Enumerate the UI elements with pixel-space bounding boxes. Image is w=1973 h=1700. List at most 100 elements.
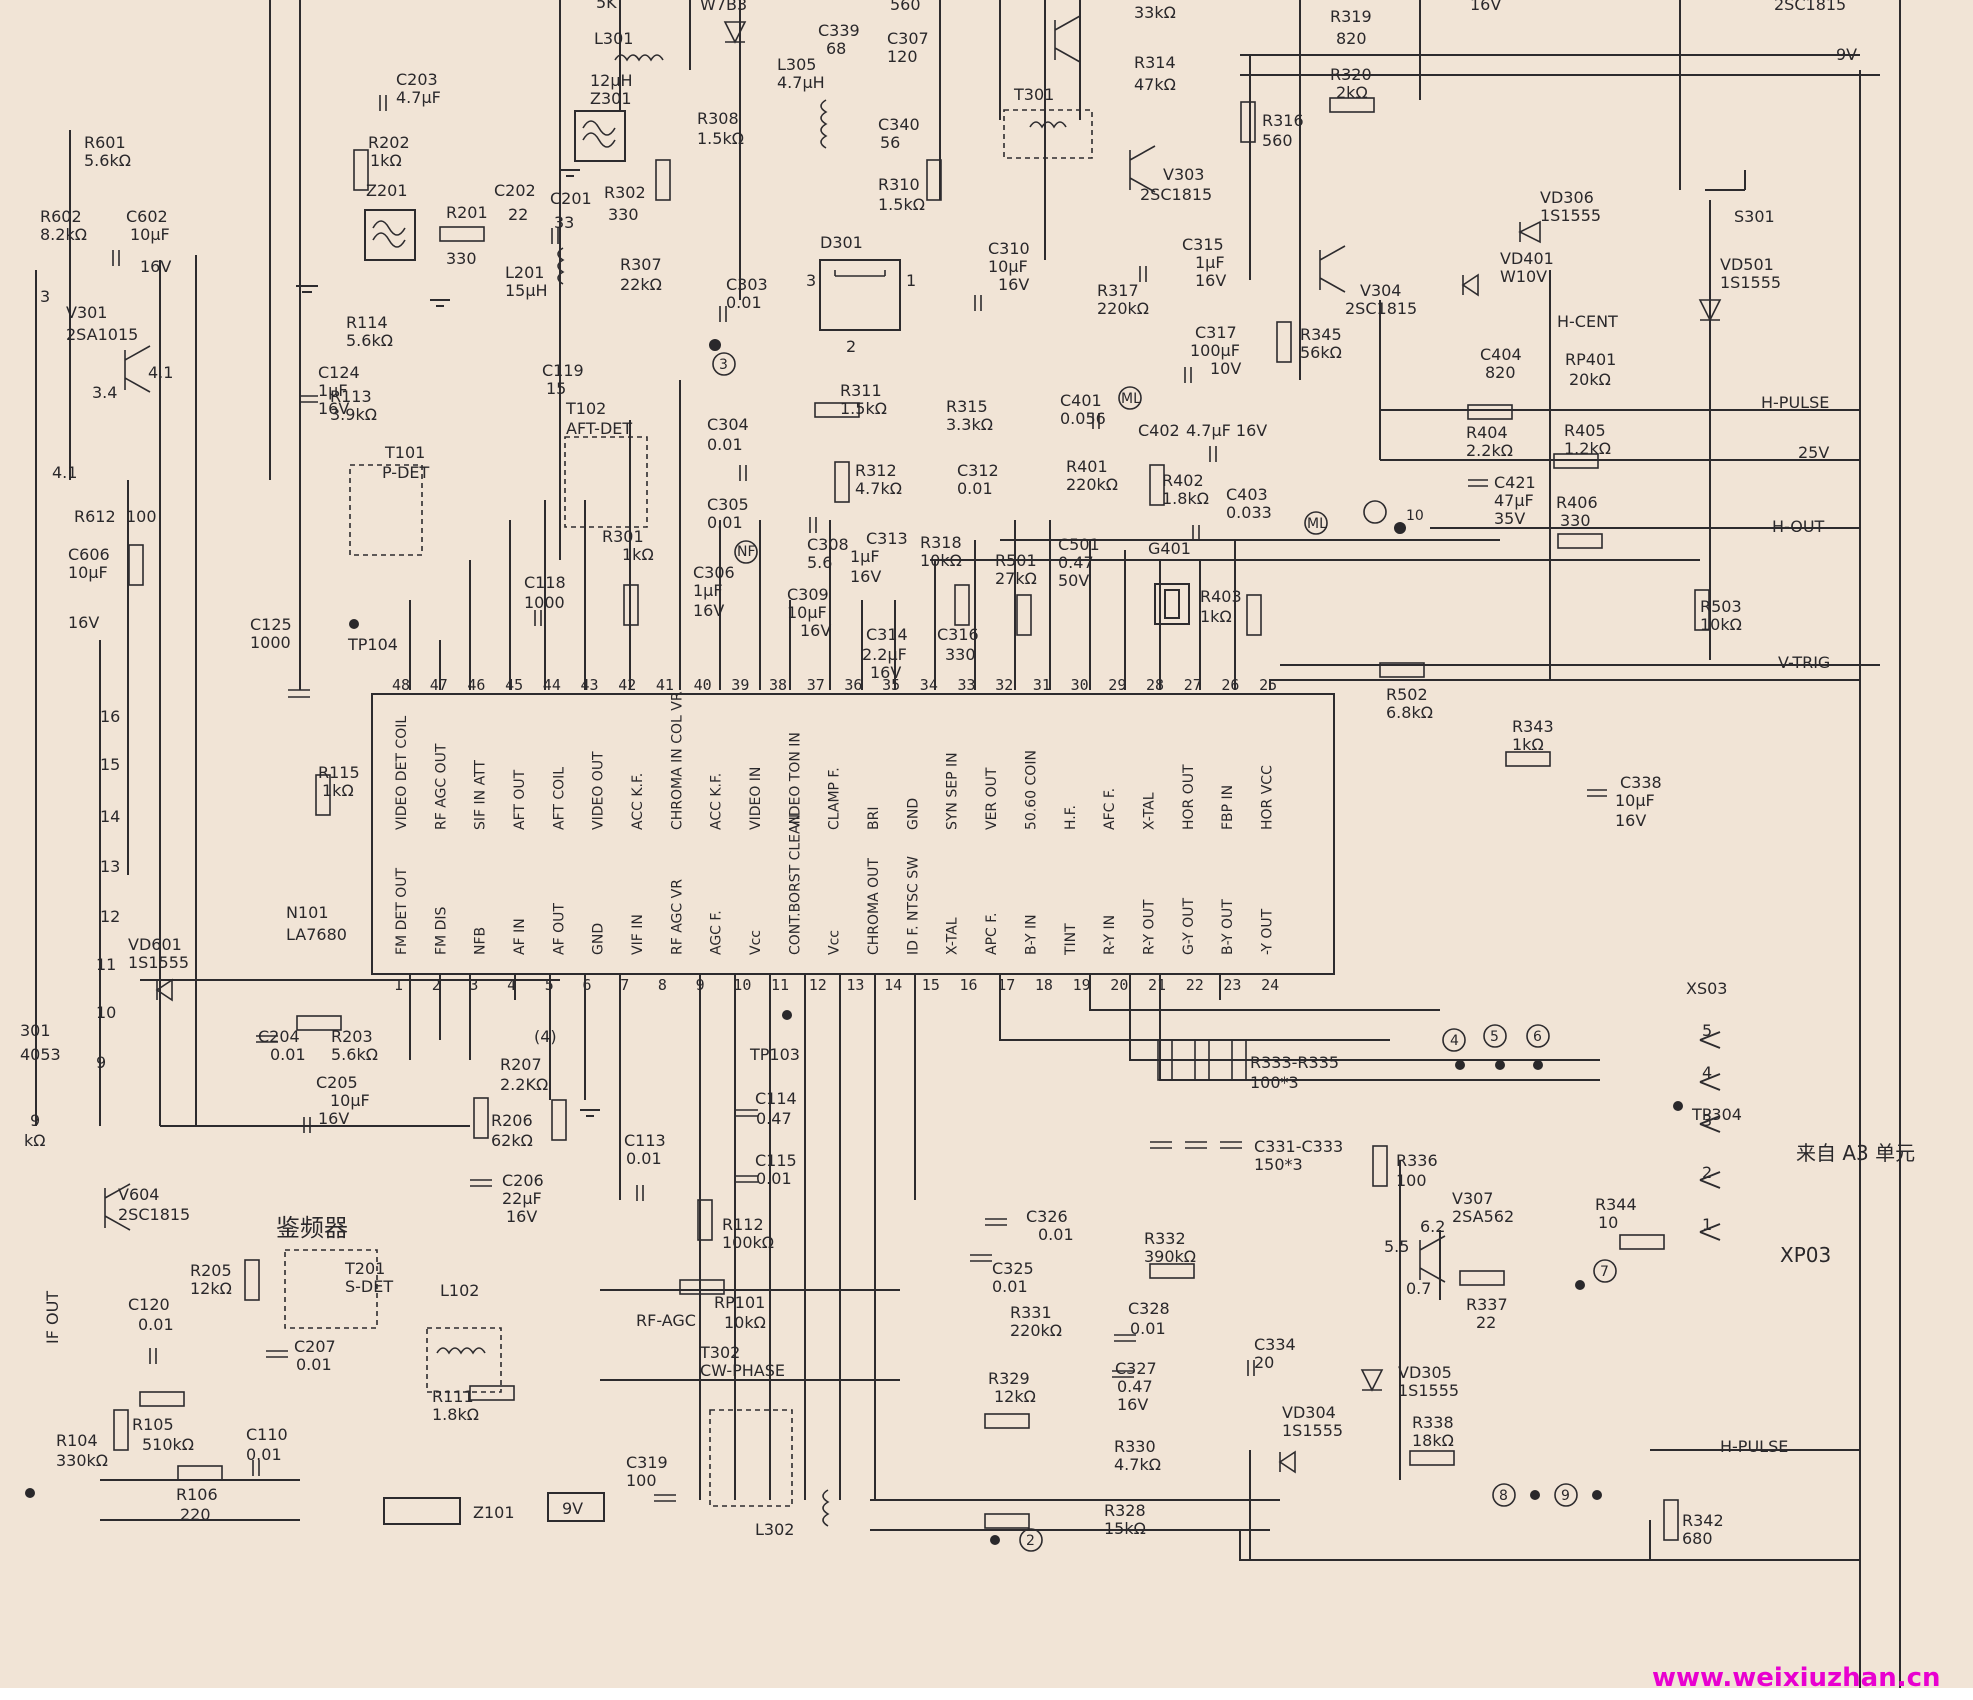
label-hpulse-bottom: H-PULSE	[1720, 1437, 1788, 1456]
ic-bottom-pin-label: NFB	[473, 927, 489, 955]
label-r402: R402	[1162, 471, 1204, 490]
label-r317: R317	[1097, 281, 1139, 300]
ic-top-pin-28: 28	[1146, 676, 1164, 694]
label-c114-val: 0.47	[756, 1109, 792, 1128]
ic-top-pin-39: 39	[731, 676, 749, 694]
label-c326: C326	[1026, 1207, 1068, 1226]
label-c306: C306	[693, 563, 735, 582]
ic-top-pin-38: 38	[769, 676, 787, 694]
label-c206-v: 16V	[506, 1207, 537, 1226]
ic-bottom-pin-label: B-Y IN	[1023, 914, 1039, 955]
label-r612: R612	[74, 507, 116, 526]
label-r104-val: 330kΩ	[56, 1451, 108, 1470]
label-l102: L102	[440, 1281, 479, 1300]
ic-top-pin-32: 32	[995, 676, 1013, 694]
label-r406-val: 330	[1560, 511, 1591, 530]
label-c404-val: 820	[1485, 363, 1516, 382]
label-r302: R302	[604, 183, 646, 202]
label-c118-val: 1000	[524, 593, 565, 612]
label-c328: C328	[1128, 1299, 1170, 1318]
label-r503: R503	[1700, 597, 1742, 616]
label-r502-val: 6.8kΩ	[1386, 703, 1433, 722]
ic-bottom-pin-21: 21	[1148, 976, 1166, 994]
label-c313-val: 1μF	[850, 547, 880, 566]
label-r314: R314	[1134, 53, 1176, 72]
label-vd304: VD304	[1282, 1403, 1336, 1422]
ic-bottom-pin-label: Vcc	[827, 930, 843, 955]
ic-bottom-pin-label: R-Y IN	[1102, 915, 1118, 955]
label-c205-val: 10μF	[330, 1091, 370, 1110]
connector-pin-2: 2	[1702, 1163, 1712, 1182]
label-v307-b: 6.2	[1420, 1217, 1445, 1236]
ic-bottom-pin-label: FM DET OUT	[394, 868, 410, 955]
ic-bottom-pin-6: 6	[583, 976, 592, 994]
label-r310: R310	[878, 175, 920, 194]
label-l301: L301	[594, 29, 633, 48]
ic-bottom-pin-label: AGC F.	[709, 910, 725, 955]
label-t201-val: S-DET	[345, 1277, 393, 1296]
frag-9: 9	[30, 1111, 40, 1130]
left-pin-9: 9	[96, 1053, 106, 1072]
ic-top-pin-label: X-TAL	[1141, 792, 1157, 830]
label-hout: H-OUT	[1772, 517, 1825, 536]
ic-top-pin-label: AFT COIL	[551, 767, 567, 830]
ic-top-pin-47: 47	[430, 676, 448, 694]
ic-top-pin-label: VIDEO DET COIL	[394, 716, 410, 830]
label-c401: C401	[1060, 391, 1102, 410]
label-r207: R207	[500, 1055, 542, 1074]
label-r112-val: 100kΩ	[722, 1233, 774, 1252]
label-r329: R329	[988, 1369, 1030, 1388]
d301-pin-1: 1	[906, 271, 916, 290]
label-c203-val: 4.7μF	[396, 88, 441, 107]
label-v301-b: 4.1	[148, 363, 173, 382]
ic-bottom-pin-3: 3	[469, 976, 478, 994]
label-r318: R318	[920, 533, 962, 552]
label-c202: C202	[494, 181, 536, 200]
label-r345: R345	[1300, 325, 1342, 344]
label-v303: V303	[1163, 165, 1204, 184]
label-c325-val: 0.01	[992, 1277, 1028, 1296]
label-c119: C119	[542, 361, 584, 380]
label-c303-val: 0.01	[726, 293, 762, 312]
label-r406: R406	[1556, 493, 1598, 512]
label-r106: R106	[176, 1485, 218, 1504]
label-r114: R114	[346, 313, 388, 332]
label-r333-val: 100*3	[1250, 1073, 1299, 1092]
label-c310: C310	[988, 239, 1030, 258]
ic-top-pin-40: 40	[694, 676, 712, 694]
label-c113-val: 0.01	[626, 1149, 662, 1168]
ic-bottom-pin-22: 22	[1186, 976, 1204, 994]
label-l201-val: 15μH	[505, 281, 548, 300]
ic-body	[371, 693, 1335, 975]
label-c316-val: 330	[945, 645, 976, 664]
ic-bottom-pin-label: GND	[591, 923, 607, 955]
ic-bottom-pin-label: -Y OUT	[1259, 908, 1275, 955]
label-c314-v: 16V	[870, 663, 901, 682]
label-c203: C203	[396, 70, 438, 89]
label-rp101: RP101	[714, 1293, 765, 1312]
label-c421-val: 47μF	[1494, 491, 1534, 510]
label-v604-val: 2SC1815	[118, 1205, 190, 1224]
label-c313: C313	[866, 529, 908, 548]
label-r329-val: 12kΩ	[994, 1387, 1036, 1406]
ic-bottom-pin-24: 24	[1261, 976, 1279, 994]
ic-top-pin-label: AFT OUT	[512, 769, 528, 830]
ic-bottom-pin-10: 10	[733, 976, 751, 994]
ic-top-pin-label: AFC F.	[1102, 788, 1118, 830]
label-v301-b-volt: 4.1	[52, 463, 77, 482]
label-c602-val: 10μF	[130, 225, 170, 244]
label-c110-val: 0.01	[246, 1445, 282, 1464]
label-c306-v: 16V	[693, 601, 724, 620]
label-r111-val: 1.8kΩ	[432, 1405, 479, 1424]
label-c317-val: 100μF	[1190, 341, 1240, 360]
label-r345-val: 56kΩ	[1300, 343, 1342, 362]
label-vtrig: V-TRIG	[1778, 653, 1830, 672]
label-c602: C602	[126, 207, 168, 226]
ic-top-pin-45: 45	[505, 676, 523, 694]
label-v307-e: 5.5	[1384, 1237, 1409, 1256]
label-r319-val: 820	[1336, 29, 1367, 48]
wires	[35, 0, 1901, 1700]
ic-bottom-pin-label: X-TAL	[945, 917, 961, 955]
ic-bottom-pin-17: 17	[997, 976, 1015, 994]
label-r401: R401	[1066, 457, 1108, 476]
